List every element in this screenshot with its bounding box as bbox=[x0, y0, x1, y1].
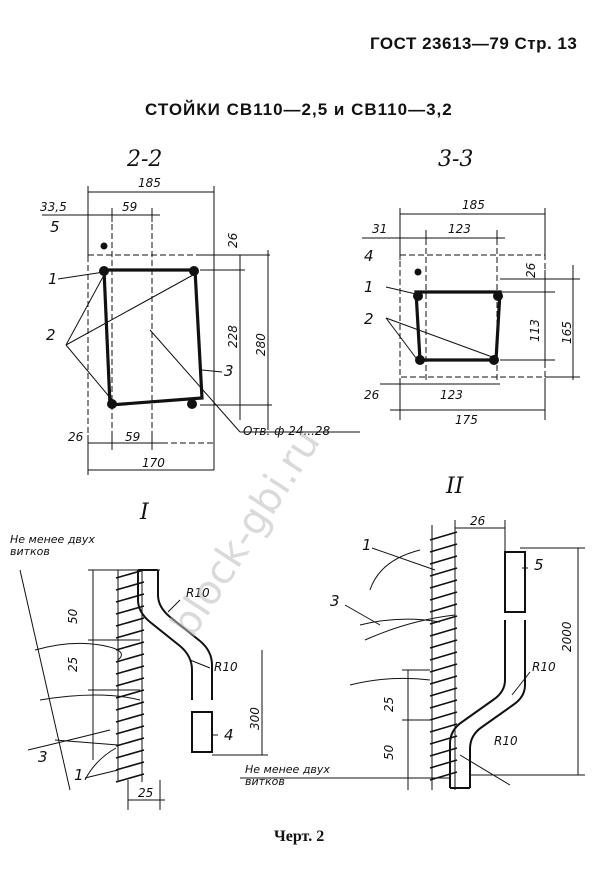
dim-165: 165 bbox=[560, 321, 574, 344]
rebar-dots bbox=[99, 242, 503, 409]
callout-5: 5 bbox=[50, 218, 60, 236]
dim-26-top: 26 bbox=[226, 232, 240, 248]
reinforcement-cage-2-2 bbox=[102, 268, 204, 407]
dim-26-3-3: 26 bbox=[524, 262, 538, 278]
hole-note: Отв. ф 24...28 bbox=[243, 424, 331, 438]
dim-59-bottom: 59 bbox=[125, 430, 141, 444]
dim-185-3-3: 185 bbox=[462, 198, 485, 212]
reinforcement-cage-3-3 bbox=[414, 290, 502, 362]
dim-175: 175 bbox=[455, 413, 478, 427]
radius-label-a: R10 bbox=[186, 586, 210, 600]
dim-170: 170 bbox=[142, 456, 165, 470]
dim-26-detail-II: 26 bbox=[470, 514, 486, 528]
page-title: СТОЙКИ СВ110—2,5 и СВ110—3,2 bbox=[145, 100, 453, 119]
detail-I-drawing bbox=[19, 569, 268, 810]
dim-300: 300 bbox=[248, 707, 262, 730]
detail-I-note: Не менее двух витков bbox=[10, 533, 95, 558]
callout-1: 1 bbox=[48, 270, 58, 288]
callout-1-detail-I: 1 bbox=[74, 766, 84, 784]
section-label-2-2: 2-2 bbox=[127, 147, 163, 172]
dim-113: 113 bbox=[528, 319, 542, 342]
callout-2: 2 bbox=[46, 326, 56, 344]
dim-25-detail-I: 25 bbox=[66, 656, 80, 672]
callout-1-3-3: 1 bbox=[364, 278, 374, 296]
dim-26-left-3-3: 26 bbox=[364, 388, 380, 402]
radius-label-c: R10 bbox=[532, 660, 556, 674]
dim-50-detail-II: 50 bbox=[382, 744, 396, 760]
callout-4-3-3: 4 bbox=[364, 247, 374, 265]
callout-3-detail-I: 3 bbox=[38, 748, 48, 766]
detail-II-drawing bbox=[240, 520, 585, 790]
detail-II-note: Не менее двух витков bbox=[245, 763, 330, 788]
callout-5-detail-II: 5 bbox=[534, 556, 544, 574]
callout-3: 3 bbox=[224, 362, 234, 380]
dim-50-detail-I: 50 bbox=[66, 608, 80, 624]
dim-228: 228 bbox=[226, 325, 240, 348]
dim-33-5: 33,5 bbox=[40, 200, 67, 214]
dim-31: 31 bbox=[372, 222, 388, 236]
dim-2000: 2000 bbox=[560, 621, 574, 652]
section-label-3-3: 3-3 bbox=[438, 147, 474, 172]
callout-2-3-3: 2 bbox=[364, 310, 374, 328]
dim-123-bottom: 123 bbox=[440, 388, 463, 402]
dim-185: 185 bbox=[138, 176, 161, 190]
section-3-3-drawing bbox=[362, 208, 580, 420]
dim-123-top: 123 bbox=[448, 222, 471, 236]
section-2-2-drawing bbox=[42, 186, 360, 475]
dim-25-bottom-detail-I: 25 bbox=[138, 786, 154, 800]
document-reference: ГОСТ 23613—79 Стр. 13 bbox=[370, 34, 578, 53]
detail-label-I: I bbox=[140, 500, 149, 525]
detail-label-II: II bbox=[446, 474, 464, 499]
dim-26-bottom: 26 bbox=[68, 430, 84, 444]
figure-caption: Черт. 2 bbox=[274, 828, 325, 845]
callout-3-detail-II: 3 bbox=[330, 592, 340, 610]
radius-label-b: R10 bbox=[214, 660, 238, 674]
dim-25-detail-II: 25 bbox=[382, 696, 396, 712]
dim-59-top: 59 bbox=[122, 200, 138, 214]
callout-1-detail-II: 1 bbox=[362, 536, 372, 554]
radius-label-d: R10 bbox=[494, 734, 518, 748]
dim-280: 280 bbox=[254, 333, 268, 356]
callout-4-detail-I: 4 bbox=[224, 726, 234, 744]
